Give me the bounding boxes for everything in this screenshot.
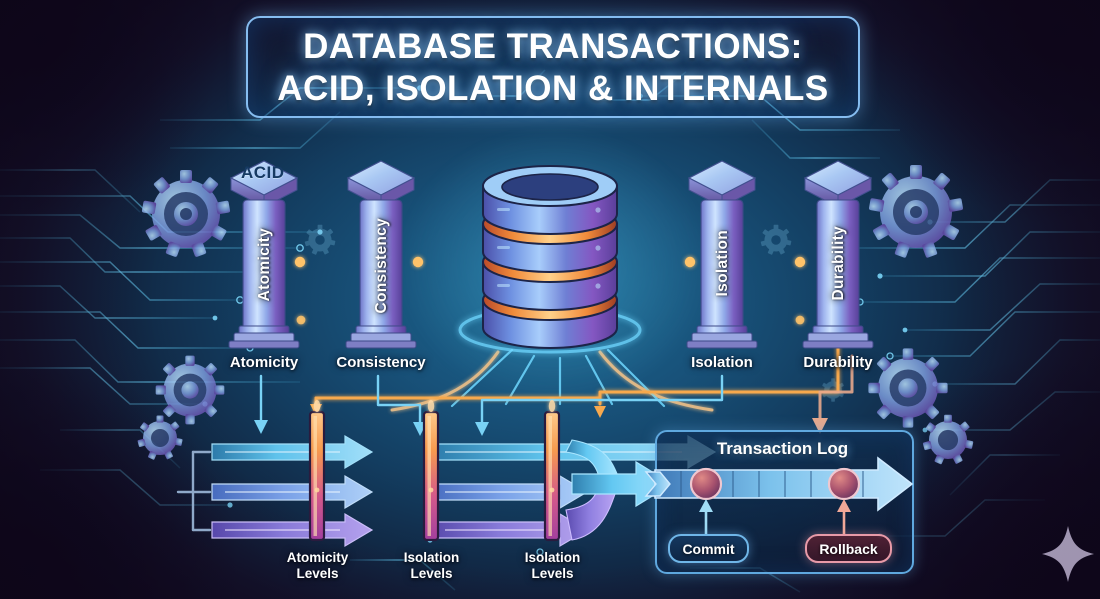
pillar-durability: [802, 160, 874, 349]
gate-bars: [308, 400, 561, 542]
transaction-log-title: Transaction Log: [716, 439, 849, 458]
page-title-line1: DATABASE TRANSACTIONS:: [303, 26, 803, 66]
gate-label-1: Atomicity Levels: [240, 550, 395, 581]
gear-icon: [922, 414, 974, 465]
gate-label-3-line2: Levels: [531, 565, 574, 581]
pillar-caption-atomicity: Atomicity: [229, 354, 299, 371]
star-icon: [1042, 526, 1094, 582]
gear-icon: [868, 348, 948, 428]
gate-label-1-line1: Atomicity: [286, 550, 349, 565]
gear-icon: [137, 415, 183, 460]
rollback-badge[interactable]: Rollback: [805, 534, 892, 563]
pillar-isolation: [686, 160, 758, 349]
gear-icon: [868, 165, 964, 258]
pillar-atomicity: [228, 160, 300, 349]
commit-badge[interactable]: Commit: [668, 534, 749, 563]
pillar-caption-consistency: Consistency: [336, 354, 426, 371]
pillar-cap-tag-acid: ACID: [241, 163, 285, 182]
gate-label-1-line2: Levels: [296, 565, 339, 581]
gear-icon: [760, 224, 792, 255]
gate-label-2-line2: Levels: [410, 565, 453, 581]
gate-label-2: Isolation Levels: [354, 550, 509, 581]
title-banner: DATABASE TRANSACTIONS: ACID, ISOLATION &…: [246, 16, 860, 118]
pillar-caption-isolation: Isolation: [691, 354, 753, 371]
gear-icon: [155, 355, 225, 425]
pillar-consistency: [345, 160, 417, 349]
pillar-caption-durability: Durability: [803, 354, 873, 371]
gate-label-3: Isolation Levels: [475, 550, 630, 581]
gate-label-2-line1: Isolation: [403, 550, 460, 565]
gear-icon: [304, 224, 336, 255]
gate-label-3-line1: Isolation: [524, 550, 581, 565]
page-title-line2: ACID, ISOLATION & INTERNALS: [277, 68, 829, 108]
gear-icon: [141, 170, 231, 257]
